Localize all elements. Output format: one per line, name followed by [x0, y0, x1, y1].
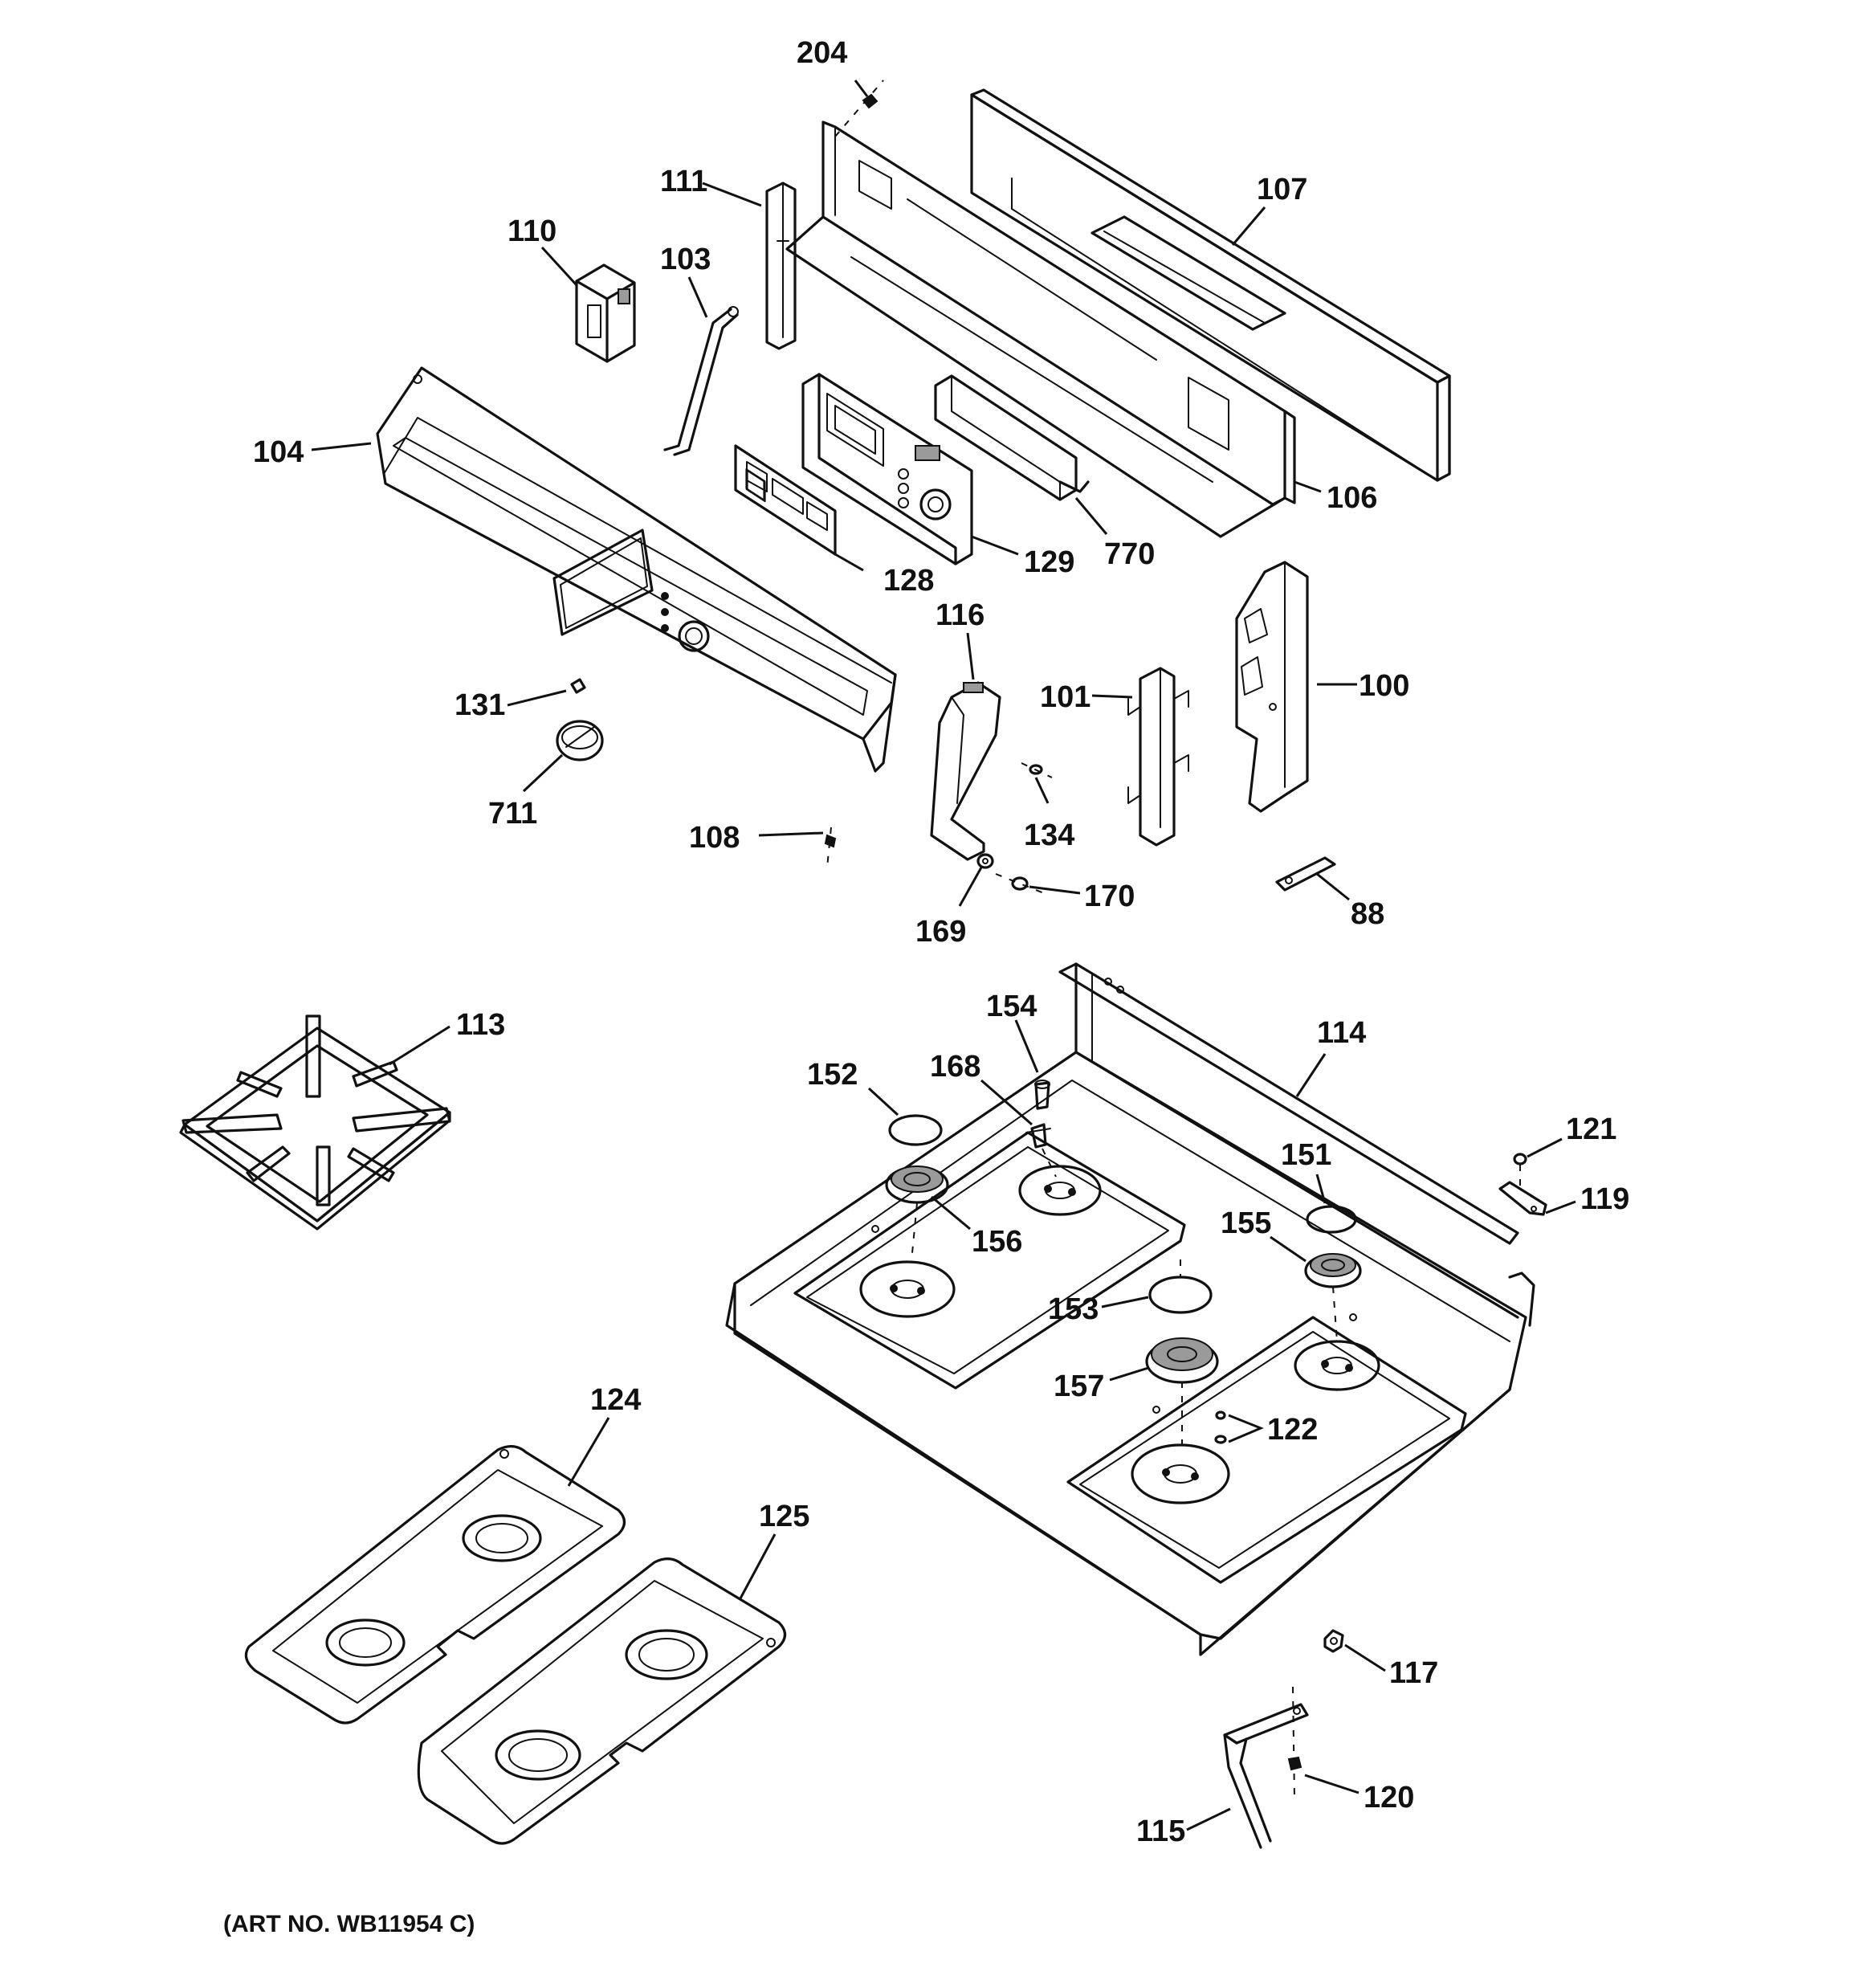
- callout-114: 114: [1317, 1016, 1366, 1050]
- callout-204: 204: [797, 36, 847, 70]
- part-168-orifice: [1025, 1123, 1057, 1178]
- callout-108: 108: [689, 821, 740, 855]
- part-100-side-trim: [1235, 561, 1309, 813]
- hardware-108-screw: [824, 827, 837, 868]
- callout-156: 156: [972, 1225, 1022, 1259]
- part-103-strap: [663, 306, 739, 456]
- callout-121: 121: [1566, 1112, 1616, 1146]
- callout-111: 111: [660, 165, 707, 198]
- hardware-134-screw: [1021, 762, 1053, 778]
- hardware-170-screw: [995, 873, 1045, 894]
- callout-169: 169: [915, 915, 966, 949]
- hardware-121-screw: [1513, 1153, 1527, 1193]
- part-155-burner-head: [1304, 1253, 1362, 1342]
- callout-134: 134: [1024, 818, 1074, 852]
- callout-101: 101: [1040, 680, 1090, 714]
- part-770-cover: [934, 374, 1090, 501]
- callout-155: 155: [1221, 1206, 1271, 1240]
- callout-129: 129: [1024, 545, 1074, 579]
- callout-170: 170: [1084, 880, 1135, 913]
- hardware-117-nut: [1323, 1629, 1344, 1653]
- part-119-bracket: [1498, 1181, 1547, 1216]
- part-125-drip-pan: [417, 1557, 787, 1845]
- hardware-122-screws: [1214, 1410, 1227, 1444]
- callout-770: 770: [1104, 537, 1155, 571]
- callout-154: 154: [986, 990, 1037, 1023]
- part-114-cooktop: [725, 962, 1535, 1656]
- callout-125: 125: [759, 1500, 809, 1533]
- part-129-electronic-control: [801, 373, 973, 565]
- part-113-burner-grate: [179, 1014, 451, 1231]
- callout-115: 115: [1136, 1815, 1185, 1848]
- callout-152: 152: [807, 1058, 858, 1092]
- callout-117: 117: [1389, 1656, 1438, 1690]
- callout-110: 110: [508, 214, 556, 248]
- part-151-burner-cap: [1306, 1205, 1357, 1234]
- callout-124: 124: [590, 1383, 641, 1417]
- art-number: (ART NO. WB11954 C): [223, 1911, 475, 1937]
- callout-120: 120: [1364, 1781, 1414, 1815]
- part-154-orifice: [1034, 1080, 1050, 1110]
- cooktop-burner-left-front: [859, 1260, 956, 1318]
- hardware-204-screw: [834, 80, 884, 137]
- part-156-burner-head: [885, 1165, 949, 1262]
- callout-labels: 204 111 107 110 103 104 106 128 129 770 …: [253, 36, 1629, 1848]
- part-88-bracket: [1275, 856, 1336, 892]
- part-116-side-trim: [930, 681, 1001, 861]
- hardware-131-cap: [570, 678, 586, 694]
- callout-113: 113: [456, 1008, 505, 1042]
- callout-122: 122: [1267, 1413, 1318, 1447]
- cooktop-burner-right-rear: [1294, 1340, 1380, 1391]
- leader-lines: [311, 80, 1576, 1831]
- callout-168: 168: [930, 1050, 980, 1084]
- part-107-vent-trim: [970, 88, 1451, 482]
- callout-100: 100: [1359, 669, 1409, 703]
- part-711-knob: [556, 720, 604, 761]
- part-104-control-panel: [376, 366, 897, 773]
- callout-116: 116: [936, 598, 984, 632]
- hardware-120-screw: [1287, 1686, 1302, 1800]
- part-124-drip-pan: [244, 1445, 626, 1725]
- callout-131: 131: [455, 688, 505, 722]
- part-101-right-bracket: [1127, 667, 1189, 847]
- callout-107: 107: [1257, 173, 1307, 206]
- cooktop-burner-left-rear: [1018, 1165, 1102, 1216]
- callout-153: 153: [1048, 1292, 1099, 1326]
- part-115-rod: [1223, 1703, 1309, 1849]
- part-111-left-bracket: [765, 182, 797, 350]
- cooktop-burner-right-front: [1131, 1443, 1230, 1504]
- hardware-169-washer: [976, 853, 994, 869]
- callout-151: 151: [1281, 1138, 1331, 1172]
- part-106-control-frame: [785, 120, 1296, 538]
- part-153-burner-cap: [1148, 1259, 1213, 1314]
- callout-104: 104: [253, 435, 304, 469]
- callout-157: 157: [1054, 1370, 1104, 1403]
- part-128-overlay: [734, 444, 837, 556]
- callout-88: 88: [1351, 897, 1384, 931]
- part-110-component: [575, 263, 636, 363]
- callout-103: 103: [660, 243, 711, 276]
- part-157-burner-head: [1145, 1337, 1219, 1446]
- callout-119: 119: [1580, 1182, 1629, 1216]
- callout-711: 711: [488, 797, 537, 831]
- callout-106: 106: [1327, 481, 1377, 515]
- callout-128: 128: [883, 564, 934, 598]
- part-152-burner-cap: [888, 1114, 943, 1146]
